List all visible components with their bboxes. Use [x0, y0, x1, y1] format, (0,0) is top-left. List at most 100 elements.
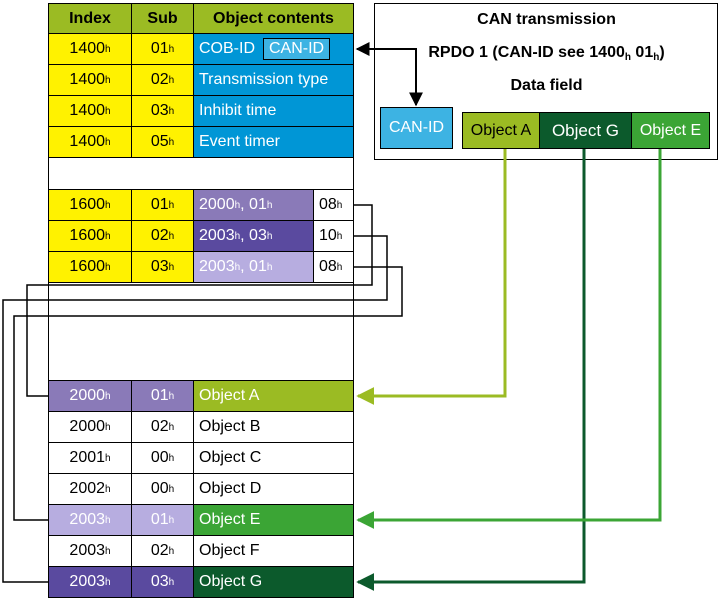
object-a-arrow — [356, 149, 507, 405]
data-field-object-g: Object G — [539, 112, 632, 149]
rpdo-prefix: RPDO 1 (CAN-ID see 1400 — [428, 44, 625, 61]
obj-index-g-value: 2003 — [69, 573, 106, 590]
mapping-link-3 — [13, 266, 403, 521]
comm-content-cob-id: COB-ID CAN-ID — [193, 33, 354, 65]
comm-content-transmission-type: Transmission type — [193, 64, 354, 96]
map-index-3-value: 1600 — [69, 258, 106, 275]
map-sub-1-value: 01 — [150, 196, 169, 213]
hex-suffix: h — [168, 576, 175, 588]
map-sub-2-value: 02 — [150, 227, 169, 244]
hex-suffix: h — [336, 261, 343, 273]
obj-label-d: Object D — [193, 473, 354, 505]
separator-row-1 — [48, 157, 354, 190]
comm-sub-3-value: 03 — [150, 102, 169, 119]
obj-index-a-value: 2000 — [69, 387, 106, 404]
map-length-1-value: 08 — [319, 196, 337, 213]
hex-suffix: h — [234, 230, 241, 242]
obj-label-c: Object C — [193, 442, 354, 474]
obj-index-e-value: 2003 — [69, 511, 106, 528]
comm-sub-2-value: 02 — [150, 71, 169, 88]
hex-suffix: h — [168, 199, 175, 211]
obj-index-f-value: 2003 — [69, 542, 106, 559]
object-g-arrow — [356, 149, 586, 591]
map-entry-3-sub: 01 — [249, 258, 267, 275]
map-index-1-value: 1600 — [69, 196, 106, 213]
map-entry-3-index: 2003 — [199, 258, 235, 275]
comm-content-event-timer: Event timer — [193, 126, 354, 158]
obj-sub-f-value: 02 — [150, 542, 169, 559]
comm-index-2-value: 1400 — [69, 71, 106, 88]
hex-suffix: h — [168, 230, 175, 242]
can-id-link-line — [355, 42, 423, 107]
obj-index-b-value: 2000 — [69, 418, 106, 435]
hex-suffix: h — [105, 452, 111, 464]
hex-suffix: h — [168, 261, 175, 273]
map-length-3-value: 08 — [319, 258, 337, 275]
comm-index-1-value: 1400 — [69, 40, 106, 57]
comm-index-4-value: 1400 — [69, 133, 106, 150]
obj-sub-e-value: 01 — [150, 511, 169, 528]
hex-suffix: h — [168, 105, 175, 117]
hex-suffix: h — [105, 43, 111, 55]
hex-suffix: h — [336, 230, 343, 242]
obj-label-b: Object B — [193, 411, 354, 443]
obj-sub-c-value: 00 — [150, 449, 169, 466]
cob-id-label: COB-ID — [199, 40, 255, 57]
header-object-contents: Object contents — [193, 3, 354, 34]
obj-label-g: Object G — [193, 566, 354, 598]
mapping-link-2 — [2, 235, 388, 583]
hex-suffix: h — [105, 390, 111, 402]
hex-suffix: h — [653, 52, 660, 63]
hex-suffix: h — [105, 545, 111, 557]
hex-suffix: h — [168, 74, 175, 86]
object-e-arrow — [356, 149, 662, 529]
hex-suffix: h — [105, 261, 111, 273]
can-id-tag: CAN-ID — [263, 38, 331, 60]
comm-sub-1-value: 01 — [150, 40, 169, 57]
hex-suffix: h — [168, 421, 175, 433]
rpdo-caption: RPDO 1 (CAN-ID see 1400h 01h) — [375, 44, 718, 63]
comm-sub-4-value: 05 — [150, 133, 169, 150]
hex-suffix: h — [105, 136, 111, 148]
obj-index-c-value: 2001 — [69, 449, 106, 466]
hex-suffix: h — [105, 199, 111, 211]
can-id-field: CAN-ID — [380, 107, 453, 149]
hex-suffix: h — [105, 514, 111, 526]
hex-suffix: h — [234, 199, 241, 211]
map-entry-2-index: 2003 — [199, 227, 235, 244]
hex-suffix: h — [105, 105, 111, 117]
hex-suffix: h — [624, 52, 631, 63]
mapping-link-1 — [26, 204, 373, 397]
obj-sub-d-value: 00 — [150, 480, 169, 497]
data-field-object-e: Object E — [631, 112, 710, 149]
data-field-object-a: Object A — [462, 112, 540, 149]
hex-suffix: h — [234, 261, 241, 273]
hex-suffix: h — [168, 390, 175, 402]
hex-suffix: h — [105, 74, 111, 86]
hex-suffix: h — [105, 483, 111, 495]
hex-suffix: h — [266, 199, 273, 211]
map-sub-3-value: 03 — [150, 258, 169, 275]
data-field-caption: Data field — [510, 77, 583, 94]
hex-suffix: h — [168, 545, 175, 557]
can-title: CAN transmission — [477, 11, 616, 28]
map-entry-1-index: 2000 — [199, 196, 235, 213]
obj-sub-a-value: 01 — [150, 387, 169, 404]
hex-suffix: h — [105, 230, 111, 242]
